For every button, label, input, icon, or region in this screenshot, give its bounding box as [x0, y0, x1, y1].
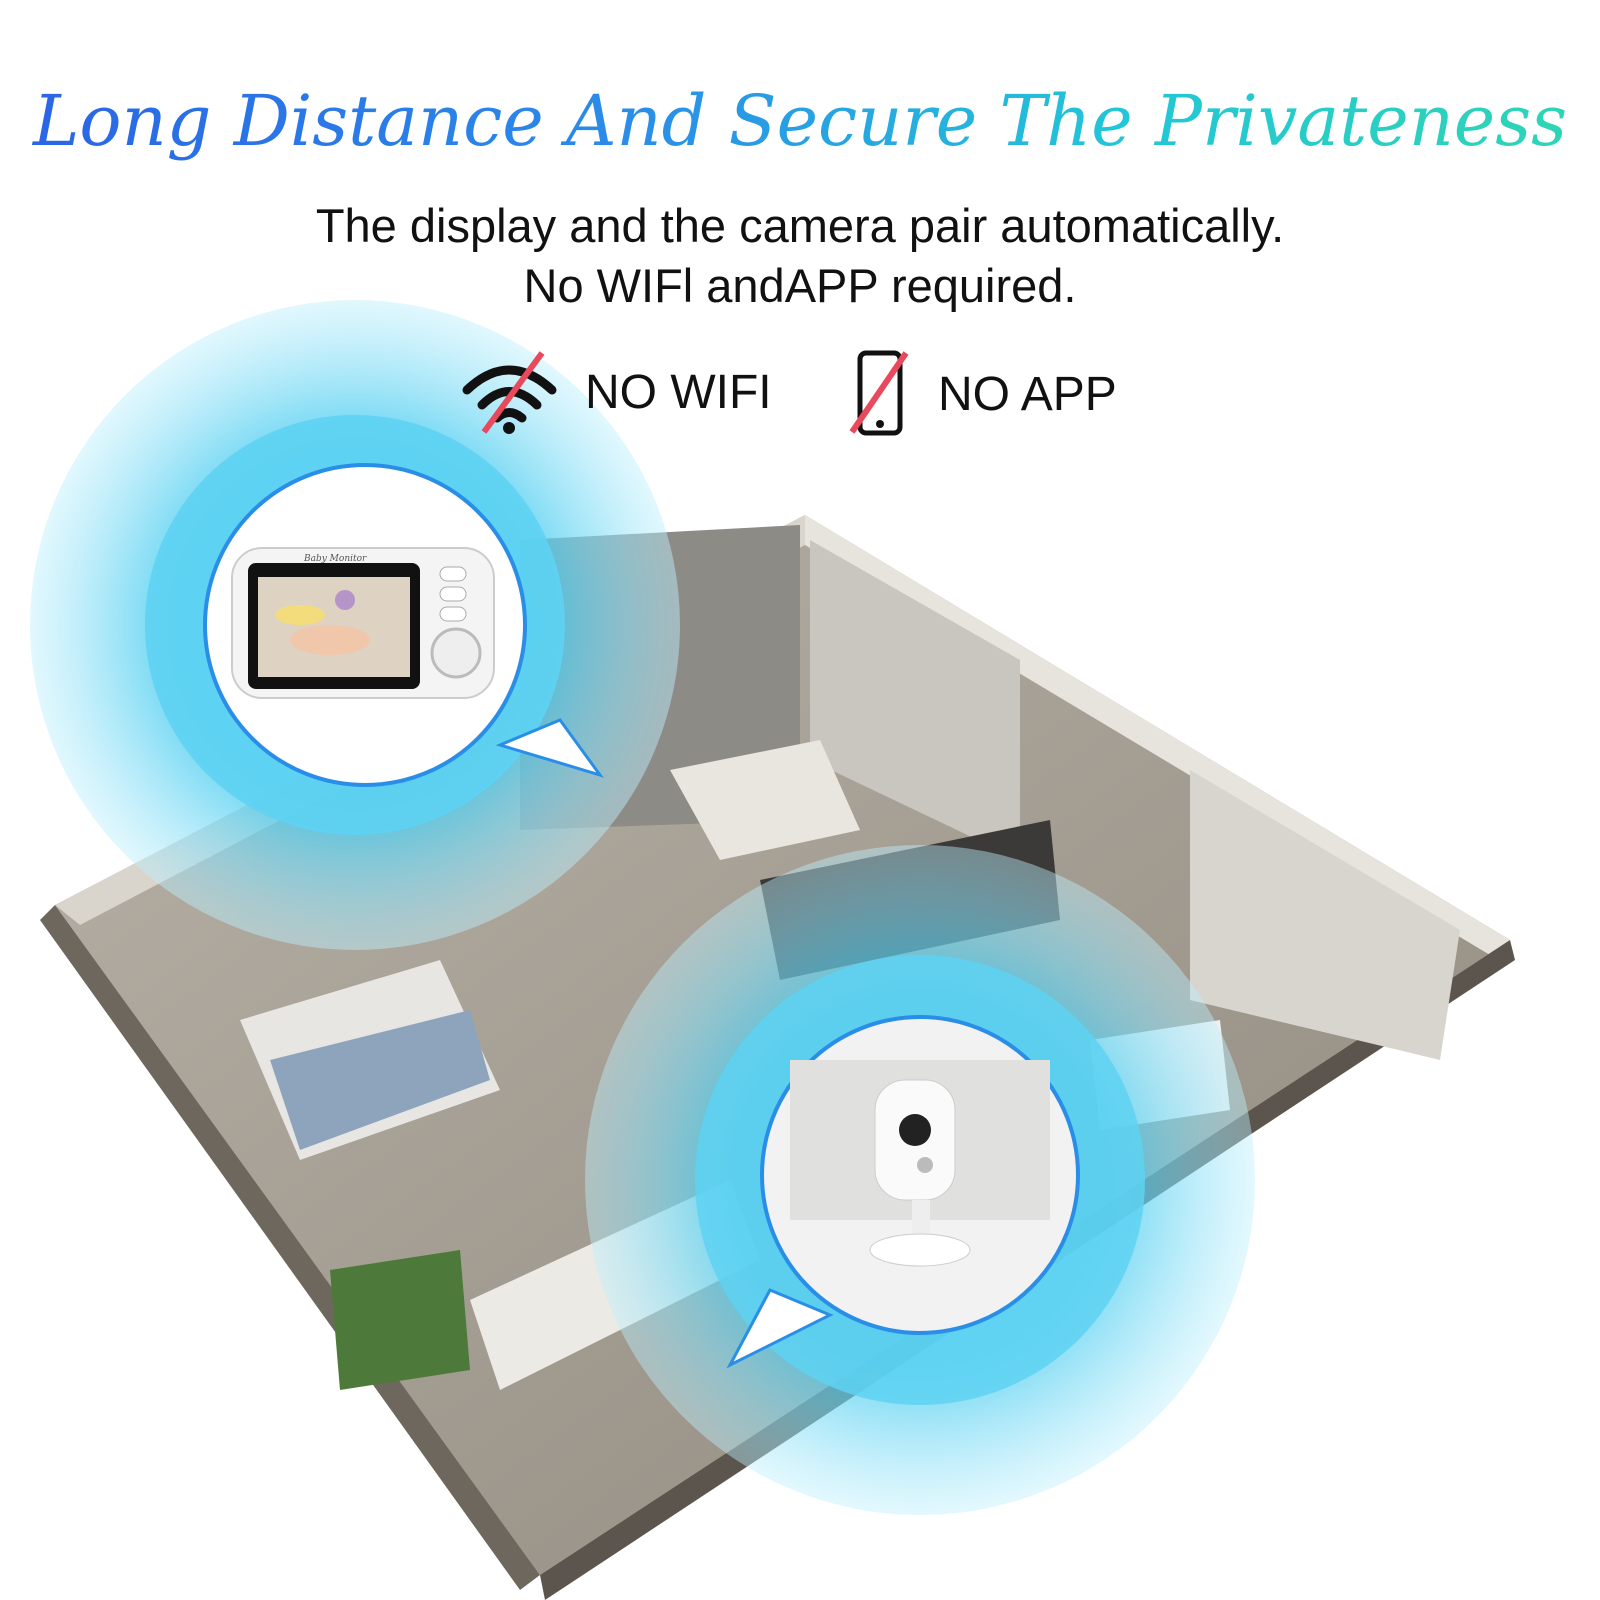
no-wifi-badge: NO WIFI	[462, 350, 772, 435]
monitor-bubble: Baby Monitor	[203, 463, 604, 787]
subtitle-line-1: The display and the camera pair automati…	[315, 199, 1285, 252]
no-app-label: NO APP	[938, 367, 1117, 421]
headline: Long Distance And Secure The Privateness	[0, 80, 1600, 162]
camera-bubble	[726, 1015, 1080, 1369]
svg-text:Baby Monitor: Baby Monitor	[303, 554, 367, 564]
subtitle-line-2: No WIFl andAPP required.	[523, 259, 1077, 312]
wifi-off-icon	[462, 351, 557, 434]
phone-off-icon	[849, 350, 909, 436]
no-wifi-label: NO WIFI	[585, 366, 772, 419]
no-app-badge: NO APP	[848, 350, 1117, 438]
